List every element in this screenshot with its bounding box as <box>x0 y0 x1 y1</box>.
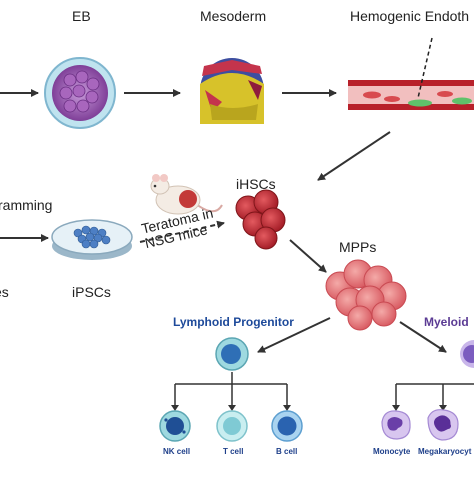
arrow-mpp-lymphoid <box>257 317 331 353</box>
mouse-icon <box>150 174 223 215</box>
dashed-pointer <box>417 37 433 99</box>
megakaryocyte-label: Megakaryocyt <box>418 447 472 456</box>
myeloid-progenitor-label: Myeloid <box>424 315 469 329</box>
nk-cell-icon <box>159 410 191 442</box>
blood-vessel-icon <box>348 80 474 110</box>
monocyte-icon <box>381 410 411 440</box>
myeloid-progenitor-icon <box>460 340 474 368</box>
mpp-cluster-icon <box>325 259 407 331</box>
ihscs-label: iHSCs <box>236 176 276 192</box>
lymphoid-tree-arrowheads <box>171 405 291 411</box>
monocyte-label: Monocyte <box>373 447 411 456</box>
mesoderm-icon <box>200 58 264 124</box>
eb-label: EB <box>72 8 91 24</box>
mpps-label: MPPs <box>339 239 377 255</box>
myeloid-tree-arrowheads <box>392 405 447 411</box>
embryoid-body-icon <box>44 57 116 129</box>
megakaryocyte-icon <box>427 409 459 441</box>
nk-cell-label: NK cell <box>163 447 191 456</box>
arrow-mpp-myeloid <box>399 321 447 353</box>
myeloid-tree-lines <box>395 383 474 407</box>
arrow-hemogenic-ihsc <box>317 131 391 181</box>
reprogramming-label: ramming <box>0 197 53 213</box>
hemogenic-endothelium-label: Hemogenic Endoth <box>350 8 470 24</box>
lymphoid-tree-lines <box>174 372 288 407</box>
ihsc-cluster-icon <box>235 189 286 250</box>
t-cell-label: T cell <box>223 447 244 456</box>
escs-label: es <box>0 284 9 300</box>
lymphoid-progenitor-icon <box>215 337 249 371</box>
lymphoid-progenitor-label: Lymphoid Progenitor <box>173 315 294 329</box>
b-cell-label: B cell <box>276 447 298 456</box>
ipscs-label: iPSCs <box>72 284 111 300</box>
t-cell-icon <box>216 410 248 442</box>
mesoderm-label: Mesoderm <box>200 8 267 24</box>
petri-dish-icon <box>51 219 133 260</box>
b-cell-icon <box>271 410 303 442</box>
arrow-ihsc-mpp <box>289 239 327 273</box>
